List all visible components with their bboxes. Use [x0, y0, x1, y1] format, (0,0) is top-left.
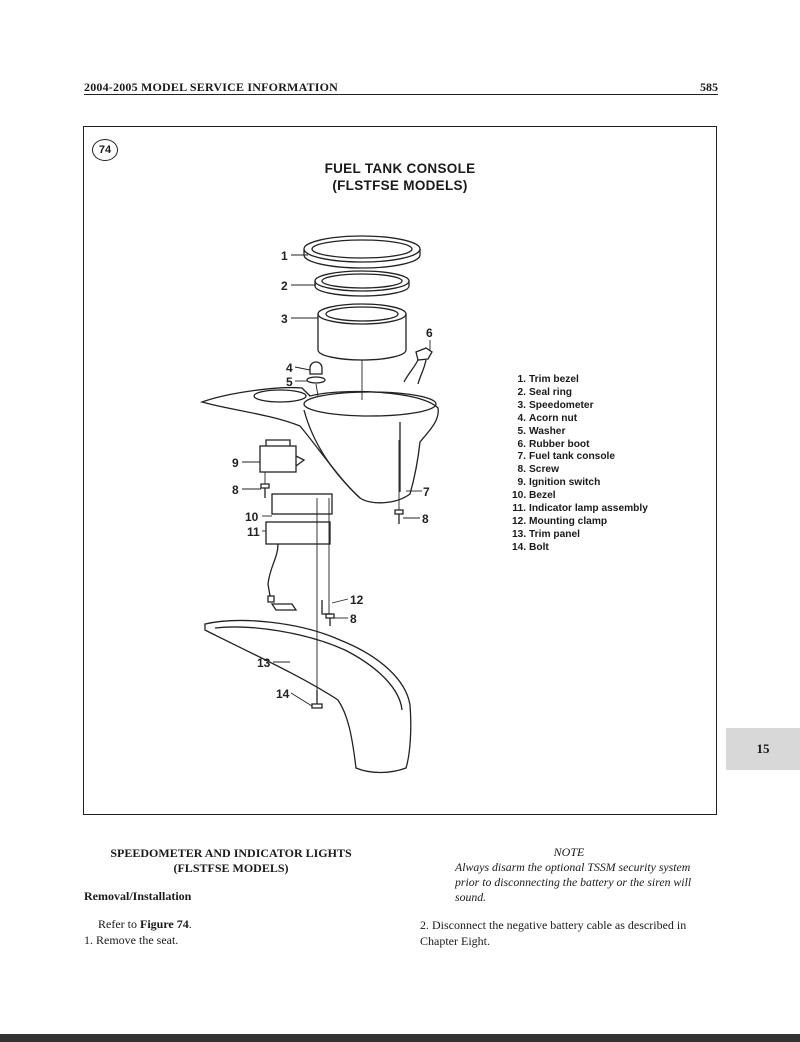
legend-item: 14.Bolt	[512, 541, 549, 553]
screws-part	[260, 483, 404, 709]
figure-legend: 1.Trim bezel 2.Seal ring 3.Speedometer 4…	[512, 374, 648, 555]
step-2: 2. Disconnect the negative battery cable…	[420, 918, 687, 948]
figure-reference: Figure 74	[139, 917, 189, 931]
legend-item: 11.Indicator lamp assembly	[512, 503, 648, 515]
note-heading: NOTE	[553, 845, 585, 859]
section-title-line2: (FLSTFSE MODELS)	[173, 861, 289, 875]
legend-item: 3.Speedometer	[517, 399, 594, 411]
callout-14: 14	[276, 687, 290, 701]
speedometer-part	[317, 303, 407, 361]
legend-item: 4.Acorn nut	[517, 412, 578, 424]
callout-6: 6	[426, 326, 433, 340]
legend-item: 9.Ignition switch	[517, 477, 601, 489]
callout-11: 11	[247, 525, 260, 539]
legend-item: 7.Fuel tank console	[517, 451, 616, 463]
legend-item: 10.Bezel	[512, 490, 556, 502]
acorn-nut-washer-part	[306, 361, 326, 384]
rubber-boot-part	[403, 347, 433, 385]
callout-1: 1	[281, 249, 288, 263]
section-title: SPEEDOMETER AND INDICATOR LIGHTS (FLSTFS…	[84, 846, 378, 876]
callout-7: 7	[423, 485, 430, 499]
trim-bezel-part	[303, 235, 421, 269]
mounting-clamp-part	[270, 600, 332, 615]
legend-item: 1.Trim bezel	[517, 374, 579, 385]
alignment-lines	[264, 360, 400, 690]
indicator-lamp-assembly-part	[265, 493, 333, 603]
figure-frame	[83, 126, 717, 815]
legend-item: 13.Trim panel	[512, 528, 580, 540]
callout-leader-lines	[242, 254, 431, 707]
callout-13: 13	[257, 656, 271, 670]
legend-item: 2.Seal ring	[517, 386, 573, 398]
section-title-line1: SPEEDOMETER AND INDICATOR LIGHTS	[110, 846, 352, 860]
running-header-title: 2004-2005 MODEL SERVICE INFORMATION	[84, 80, 339, 94]
chapter-tab: 15	[726, 728, 800, 770]
seal-ring-part	[314, 270, 410, 297]
callout-10: 10	[245, 510, 259, 524]
callout-5: 5	[286, 375, 293, 389]
figure-number-badge: 74	[92, 139, 118, 161]
figure-title-line1: FUEL TANK CONSOLE	[324, 161, 476, 176]
callout-4: 4	[286, 361, 293, 375]
legend-item: 12.Mounting clamp	[512, 515, 608, 527]
trim-panel-part	[204, 619, 412, 774]
step-1: 1. Remove the seat.	[84, 933, 179, 947]
fuel-tank-console-part	[199, 386, 439, 504]
callout-12: 12	[350, 593, 364, 607]
callout-2: 2	[281, 279, 288, 293]
callout-9: 9	[232, 456, 239, 470]
callout-8c: 8	[350, 612, 357, 626]
legend-item: 8.Screw	[517, 464, 560, 476]
figure-title-line2: (FLSTFSE MODELS)	[332, 178, 468, 193]
header-rule	[84, 94, 718, 95]
callout-8b: 8	[422, 512, 429, 526]
refer-paragraph: Refer to Figure 74.	[98, 917, 192, 931]
bottom-bar	[0, 1034, 800, 1042]
legend-item: 5.Washer	[517, 425, 566, 437]
callout-8a: 8	[232, 483, 239, 497]
callout-3: 3	[281, 312, 288, 326]
legend-item: 6.Rubber boot	[517, 438, 590, 450]
ignition-switch-part	[259, 439, 306, 473]
note-text: Always disarm the optional TSSM security…	[455, 860, 692, 904]
figure-title: FUEL TANK CONSOLE (FLSTFSE MODELS)	[280, 160, 520, 194]
page-number: 585	[700, 80, 718, 94]
subheading: Removal/Installation	[84, 889, 192, 903]
